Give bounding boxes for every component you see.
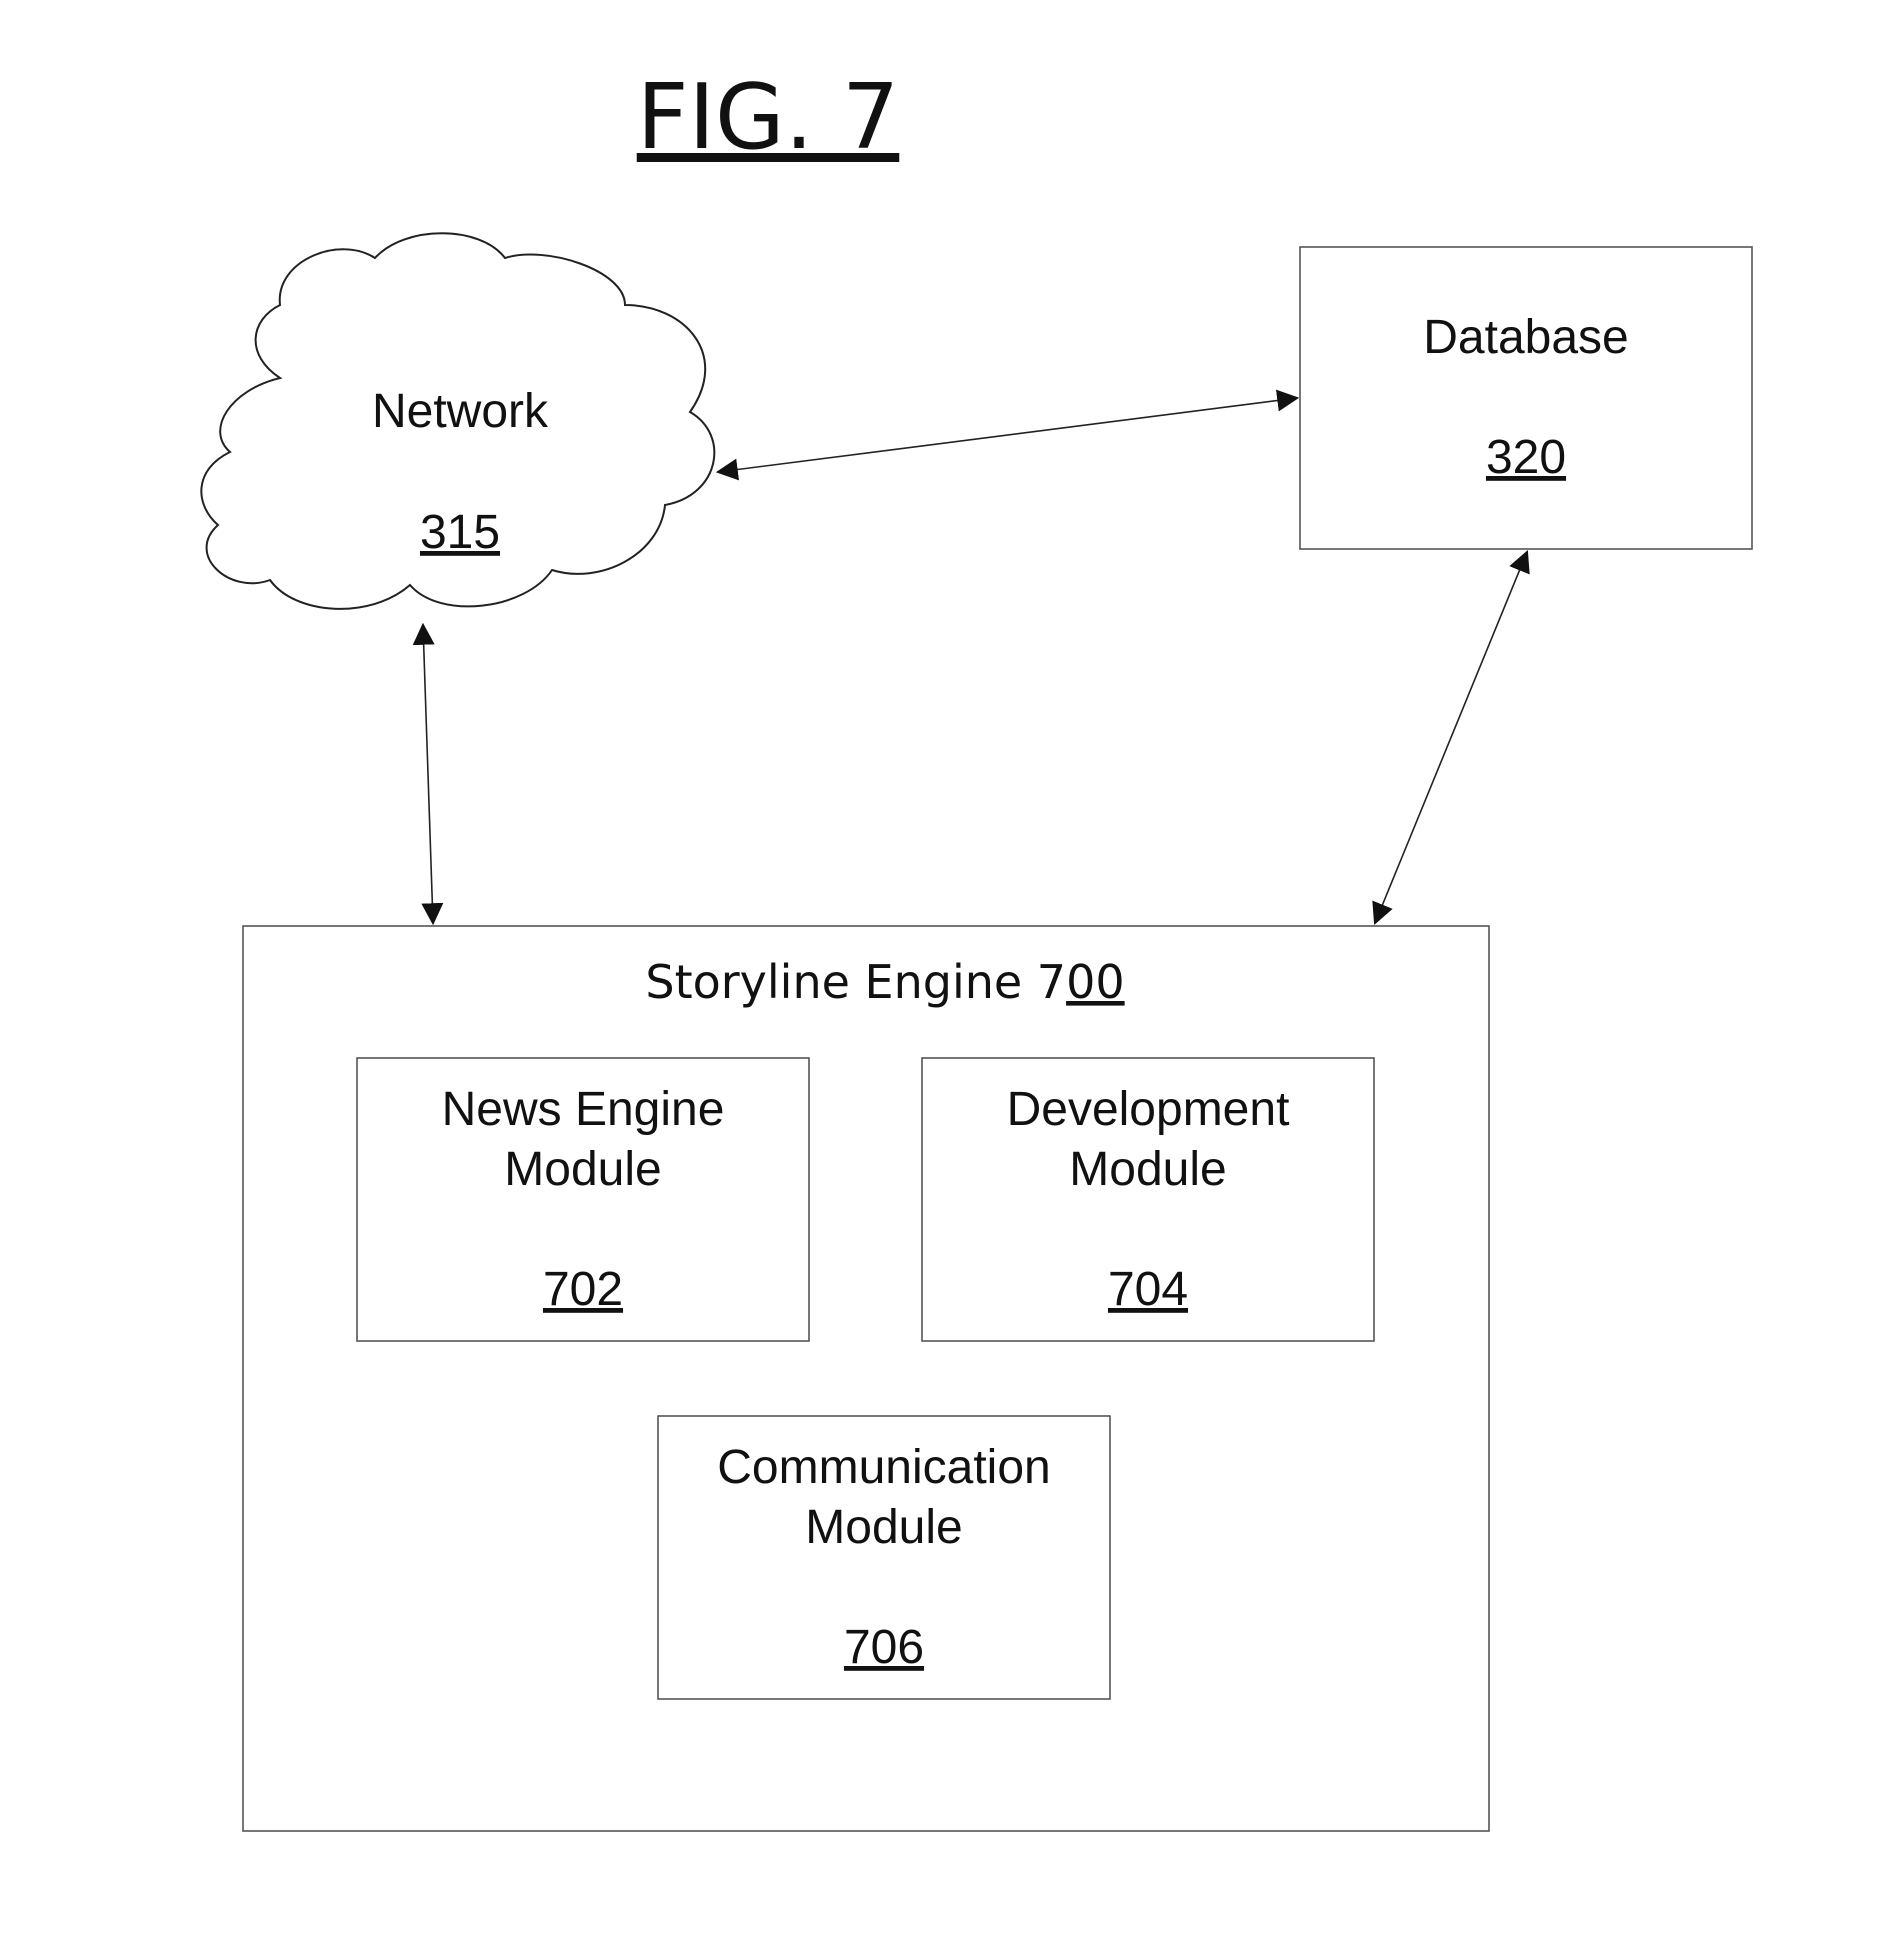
- news-engine-module: News Engine Module 702: [357, 1058, 809, 1341]
- news-engine-module-line2: Module: [504, 1143, 661, 1196]
- database-label: Database: [1423, 311, 1628, 364]
- network-ref: 315: [420, 506, 500, 559]
- communication-module-line1: Communication: [717, 1441, 1050, 1494]
- database-engine-arrow: [1375, 552, 1527, 923]
- storyline-engine-title: Storyline Engine 700: [645, 955, 1124, 1009]
- development-module-ref: 704: [1108, 1263, 1188, 1316]
- development-module-line2: Module: [1069, 1143, 1226, 1196]
- communication-module: Communication Module 706: [658, 1416, 1110, 1699]
- storyline-engine-node: Storyline Engine 700 News Engine Module …: [243, 926, 1489, 1831]
- storyline-engine-ref: 00: [1066, 955, 1125, 1009]
- network-engine-arrow: [423, 625, 433, 923]
- news-engine-module-line1: News Engine: [442, 1083, 725, 1136]
- database-box: [1300, 247, 1752, 549]
- network-label: Network: [372, 385, 549, 438]
- figure-title: FIG. 7: [637, 65, 900, 170]
- communication-module-ref: 706: [844, 1621, 924, 1674]
- development-module: Development Module 704: [922, 1058, 1374, 1341]
- network-database-arrow: [718, 398, 1297, 472]
- database-node: Database 320: [1300, 247, 1752, 549]
- database-ref: 320: [1486, 431, 1566, 484]
- communication-module-line2: Module: [805, 1501, 962, 1554]
- storyline-engine-label: Storyline Engine 7: [645, 955, 1066, 1009]
- news-engine-module-ref: 702: [543, 1263, 623, 1316]
- network-node: Network 315: [201, 233, 714, 609]
- development-module-line1: Development: [1007, 1083, 1290, 1136]
- storyline-engine-box: [243, 926, 1489, 1831]
